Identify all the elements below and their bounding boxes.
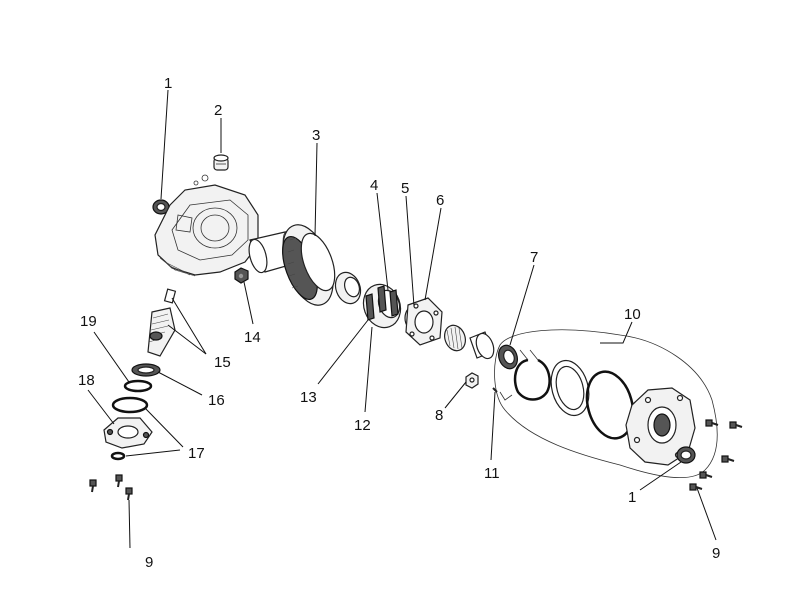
o-rings-part-17 [110, 396, 149, 461]
seal-part-1-bottom [676, 446, 696, 464]
thrust-washer [550, 359, 590, 417]
callout-9-right: 9 [712, 545, 720, 562]
ring-gear-part-3 [282, 224, 336, 306]
roller-cage-part-4 [362, 283, 402, 329]
leader-lines [87, 89, 717, 549]
front-housing [154, 174, 259, 277]
callout-19: 19 [80, 313, 97, 330]
part-10-group-outline [494, 329, 718, 478]
o-ring-part-19 [123, 379, 153, 393]
nut-part-8 [465, 372, 479, 389]
pin-part-11 [492, 387, 498, 393]
callout-3: 3 [312, 127, 320, 144]
callout-10: 10 [624, 306, 641, 323]
splined-gear [444, 324, 466, 352]
seal-part-7 [497, 344, 519, 370]
callout-11: 11 [484, 465, 500, 482]
callout-7: 7 [530, 249, 538, 266]
callout-16: 16 [208, 392, 225, 409]
callout-12: 12 [354, 417, 371, 434]
callout-18: 18 [78, 372, 95, 389]
callout-17: 17 [188, 445, 205, 462]
callout-8: 8 [435, 407, 443, 424]
bearing-after-ring-gear [334, 271, 362, 305]
bolts-right [689, 419, 743, 491]
callout-15: 15 [214, 354, 231, 371]
callout-1-bottom: 1 [628, 489, 636, 506]
rear-cover [625, 387, 696, 466]
pinion-housing-part-18 [103, 417, 153, 449]
large-o-ring [585, 370, 635, 440]
callout-6: 6 [436, 192, 444, 209]
callout-2: 2 [214, 102, 222, 119]
seal-part-16 [131, 363, 161, 377]
nut-part-14 [234, 267, 249, 284]
breather-cap-part-2 [213, 154, 229, 171]
flange-part-6 [405, 297, 443, 346]
callout-13: 13 [300, 389, 317, 406]
callout-9-left: 9 [145, 554, 153, 571]
bearing-before-seal [469, 331, 495, 360]
retaining-ring [499, 349, 551, 401]
bolts-left [89, 474, 133, 501]
callout-1-top: 1 [164, 75, 172, 92]
callout-14: 14 [244, 329, 261, 346]
callout-5: 5 [401, 180, 409, 197]
callout-4: 4 [370, 177, 378, 194]
pinion-shaft-part-15 [147, 288, 177, 357]
